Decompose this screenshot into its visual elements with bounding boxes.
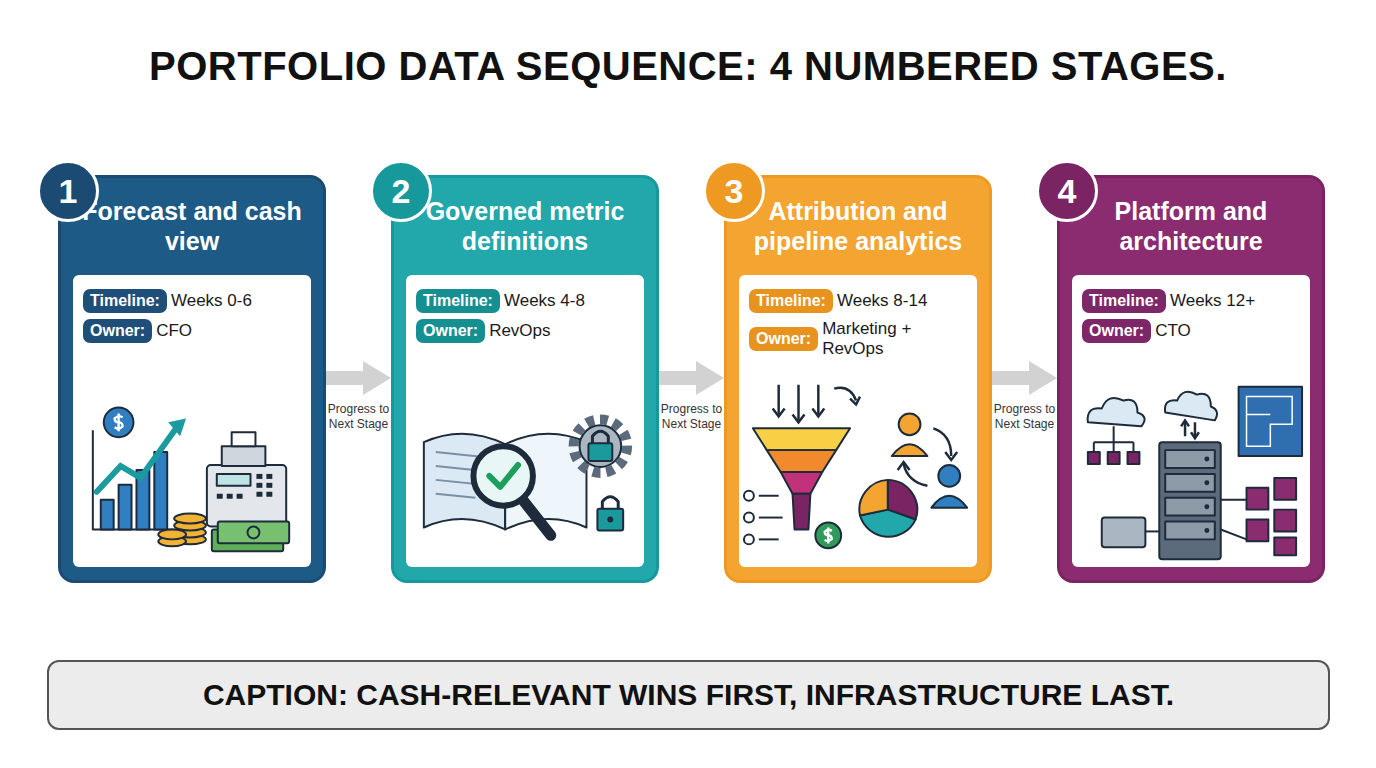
arrow-label: Progress to Next Stage [327, 402, 391, 432]
field-value: Weeks 4-8 [504, 291, 585, 311]
arrow-label: Progress to Next Stage [660, 402, 724, 432]
field-value: Weeks 12+ [1170, 291, 1255, 311]
field-row: Timeline:Weeks 0-6 [83, 289, 311, 313]
stage-illustration [1072, 367, 1310, 563]
field-label: Timeline: [416, 289, 500, 313]
field-label: Owner: [416, 319, 485, 343]
card-panel: Timeline:Weeks 0-6Owner:CFO [73, 275, 311, 567]
field-label: Timeline: [83, 289, 167, 313]
stage-number: 2 [370, 160, 432, 222]
card-panel: Timeline:Weeks 8-14Owner:Marketing + Rev… [739, 275, 977, 567]
card-rows: Timeline:Weeks 0-6Owner:CFO [73, 275, 311, 343]
stage-number: 3 [703, 160, 765, 222]
stage-title: Governed metric definitions [408, 196, 642, 256]
stage-number: 4 [1036, 160, 1098, 222]
field-value: CFO [156, 321, 192, 341]
field-row: Timeline:Weeks 12+ [1082, 289, 1310, 313]
caption-text: CAPTION: CASH-RELEVANT WINS FIRST, INFRA… [203, 678, 1174, 712]
stage-card: Timeline:Weeks 0-6Owner:CFO1Forecast and… [58, 175, 326, 583]
field-value: Marketing + RevOps [822, 319, 977, 359]
field-value: Weeks 0-6 [171, 291, 252, 311]
field-label: Timeline: [1082, 289, 1166, 313]
caption-box: CAPTION: CASH-RELEVANT WINS FIRST, INFRA… [47, 660, 1330, 730]
field-label: Timeline: [749, 289, 833, 313]
stage-card: Timeline:Weeks 12+Owner:CTO4Platform and… [1057, 175, 1325, 583]
stage-illustration [406, 367, 644, 563]
field-label: Owner: [1082, 319, 1151, 343]
arrow-label: Progress to Next Stage [993, 402, 1057, 432]
stage-title: Forecast and cash view [75, 196, 309, 256]
stage-illustration [739, 367, 977, 563]
stage-illustration [73, 367, 311, 563]
field-row: Owner:CTO [1082, 319, 1310, 343]
field-value: Weeks 8-14 [837, 291, 927, 311]
card-rows: Timeline:Weeks 4-8Owner:RevOps [406, 275, 644, 343]
progress-arrow [326, 371, 363, 385]
field-label: Owner: [749, 327, 818, 351]
stage-title: Platform and architecture [1074, 196, 1308, 256]
field-value: RevOps [489, 321, 550, 341]
stage-card: Timeline:Weeks 4-8Owner:RevOps2Governed … [391, 175, 659, 583]
field-value: CTO [1155, 321, 1191, 341]
card-rows: Timeline:Weeks 8-14Owner:Marketing + Rev… [739, 275, 977, 359]
progress-arrow [659, 371, 696, 385]
field-row: Owner:RevOps [416, 319, 644, 343]
field-label: Owner: [83, 319, 152, 343]
stage-card: Timeline:Weeks 8-14Owner:Marketing + Rev… [724, 175, 992, 583]
card-rows: Timeline:Weeks 12+ Owner:CTO [1072, 275, 1310, 343]
stage-title: Attribution and pipeline analytics [741, 196, 975, 256]
diagram-title: PORTFOLIO DATA SEQUENCE: 4 NUMBERED STAG… [0, 44, 1376, 89]
progress-arrow [992, 371, 1029, 385]
field-row: Owner:CFO [83, 319, 311, 343]
stage-number: 1 [37, 160, 99, 222]
card-panel: Timeline:Weeks 4-8Owner:RevOps [406, 275, 644, 567]
card-panel: Timeline:Weeks 12+ Owner:CTO [1072, 275, 1310, 567]
field-row: Owner:Marketing + RevOps [749, 319, 977, 359]
field-row: Timeline:Weeks 8-14 [749, 289, 977, 313]
field-row: Timeline:Weeks 4-8 [416, 289, 644, 313]
